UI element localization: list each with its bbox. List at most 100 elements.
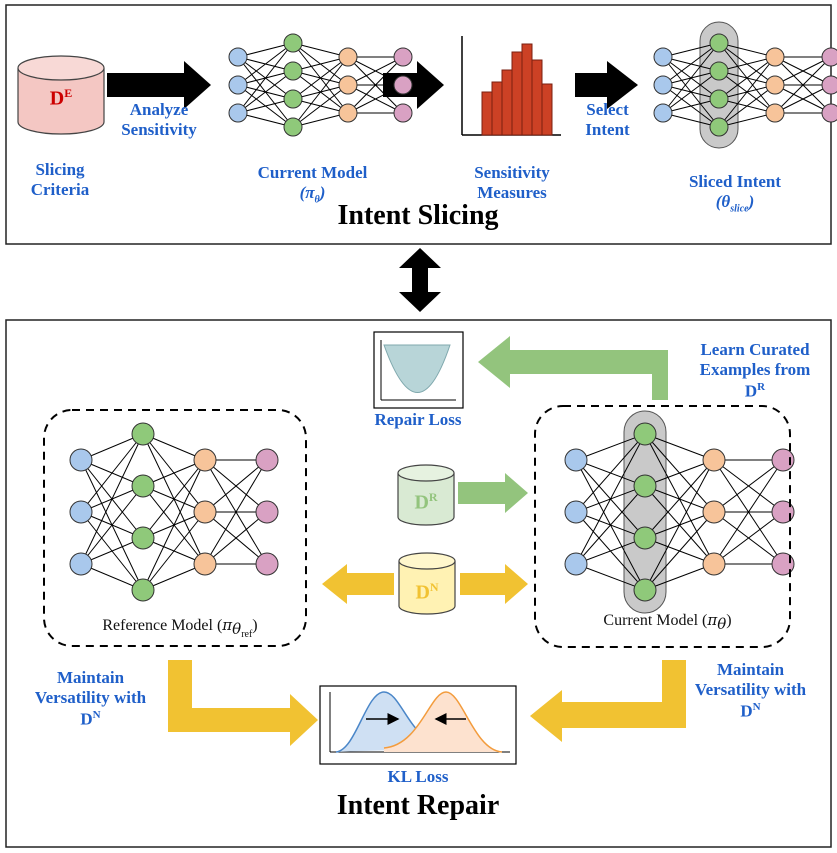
current-model-top-text: Current Model	[257, 163, 368, 182]
network-edge	[713, 459, 784, 565]
network-edge	[80, 433, 144, 513]
network-node	[131, 578, 155, 602]
network-edge	[644, 459, 715, 539]
network-edge	[142, 511, 206, 591]
network-node	[131, 474, 155, 498]
network-node	[653, 103, 673, 123]
network-node	[702, 552, 726, 576]
network-node	[255, 448, 279, 472]
reference-model-network	[69, 422, 279, 602]
network-edge	[644, 459, 715, 487]
pi-symbol: π	[305, 183, 315, 203]
network-node	[283, 89, 303, 109]
network-node	[228, 47, 248, 67]
network-node	[702, 500, 726, 524]
network-edge	[292, 84, 349, 128]
network-edge	[718, 84, 776, 128]
network-edge	[575, 433, 646, 513]
kl-loss-plot-icon	[319, 685, 517, 765]
network-node	[338, 75, 358, 95]
network-edge	[347, 84, 404, 114]
kl-left-arrow-icon	[168, 660, 318, 746]
analyze-line2: Sensitivity	[121, 120, 197, 140]
current-model-network-bottom	[564, 410, 795, 614]
network-node	[69, 552, 93, 576]
network-node	[69, 500, 93, 524]
select-line1: Select	[586, 100, 629, 119]
maintain-right-label: Maintain Versatility with DN	[668, 660, 833, 722]
current-model-bottom-text: Current Model	[603, 612, 699, 629]
network-edge	[575, 563, 646, 591]
learn-arrow-icon	[478, 336, 668, 400]
slicing-criteria-line1: Slicing	[35, 160, 85, 179]
network-node	[393, 47, 413, 67]
de-label-letter: D	[49, 87, 65, 110]
sliced-layer-highlight	[623, 410, 667, 614]
current-model-bottom-label: Current Model (πθ)	[603, 611, 732, 634]
dn-label-sup: N	[429, 580, 439, 594]
learn-line3: DR	[680, 381, 830, 402]
network-node	[821, 75, 837, 95]
network-node	[393, 75, 413, 95]
network-node	[709, 89, 729, 109]
network-node	[771, 448, 795, 472]
select-arrow-icon	[575, 61, 638, 109]
dr-label-sup: R	[428, 490, 438, 504]
ref-pi-symbol: π	[222, 616, 233, 634]
intent-repair-panel	[5, 319, 832, 848]
select-line2: Intent	[585, 120, 630, 140]
network-node	[228, 103, 248, 123]
network-edge	[204, 459, 268, 513]
learn-line1: Learn Curated	[700, 340, 810, 359]
network-edge	[204, 511, 268, 565]
network-node	[765, 47, 785, 67]
network-node	[821, 47, 837, 67]
network-node	[283, 33, 303, 53]
network-node	[564, 448, 588, 472]
network-node	[709, 61, 729, 81]
network-edge	[644, 459, 715, 591]
network-node	[255, 552, 279, 576]
network-edge	[204, 459, 268, 565]
network-node	[771, 500, 795, 524]
maintain-right-dn: D	[740, 701, 753, 721]
analyze-sensitivity-label: Analyze Sensitivity	[104, 100, 214, 141]
network-node	[338, 103, 358, 123]
network-edge	[644, 563, 715, 591]
network-edge	[713, 459, 784, 513]
network-node	[653, 75, 673, 95]
current-model-box	[534, 405, 791, 648]
maintain-left-line1: Maintain	[56, 668, 125, 687]
network-node	[771, 552, 795, 576]
network-node	[633, 422, 657, 446]
dn-cylinder-icon	[398, 552, 456, 615]
maintain-right-line1: Maintain	[716, 660, 785, 679]
network-edge	[662, 42, 720, 114]
intent-slicing-panel	[5, 4, 832, 245]
network-edge	[662, 98, 720, 114]
double-arrow-icon	[399, 248, 441, 312]
network-edge	[575, 433, 646, 461]
network-edge	[347, 56, 404, 86]
network-edge	[774, 84, 832, 114]
network-node	[709, 117, 729, 137]
network-node	[338, 47, 358, 67]
dn-left-arrow-icon	[322, 564, 394, 604]
network-node	[653, 47, 673, 67]
network-node	[131, 526, 155, 550]
network-edge	[575, 433, 646, 565]
network-edge	[142, 459, 206, 591]
network-edge	[575, 537, 646, 565]
network-edge	[774, 56, 832, 86]
kl-loss-label: KL Loss	[387, 767, 449, 786]
network-node	[702, 448, 726, 472]
network-edge	[718, 56, 776, 72]
network-edge	[662, 70, 720, 114]
network-edge	[662, 42, 720, 58]
dn-right-arrow-icon	[460, 564, 528, 604]
slicing-criteria-label: Slicing Criteria	[10, 160, 110, 201]
maintain-left-line3: DN	[8, 709, 173, 730]
reference-model-label: Reference Model (πθref)	[102, 616, 258, 641]
repair-loss-plot-icon	[373, 331, 464, 409]
